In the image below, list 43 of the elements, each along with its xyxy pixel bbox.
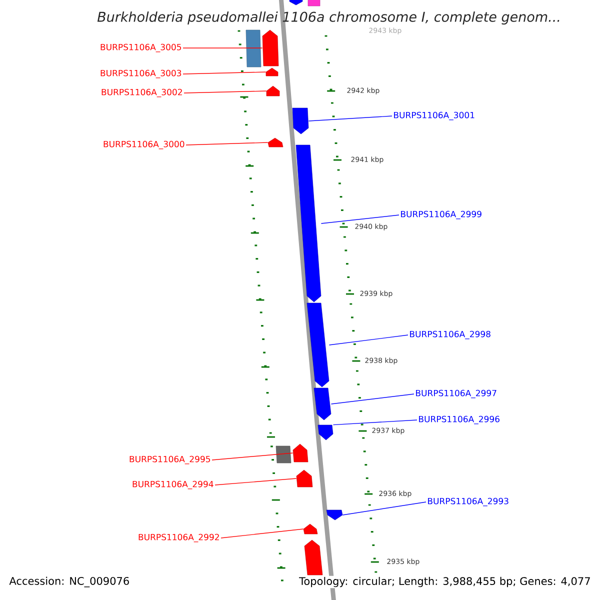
gene-feature [304, 540, 323, 576]
gene-feature [292, 444, 308, 462]
leader-line [186, 142, 268, 146]
gene-label: BURPS1106A_2998 [410, 330, 490, 340]
leader-line [330, 394, 414, 404]
gene-label: BURPS1106A_2992 [138, 534, 219, 542]
gene-label: BURPS1106A_2995 [130, 456, 210, 464]
gene-label: BURPS1106A_3005 [100, 44, 182, 52]
leader-line [214, 478, 297, 486]
leader-line [342, 502, 426, 516]
gene-feature [318, 424, 334, 440]
gene-feature [289, 0, 303, 6]
gene-feature [292, 108, 309, 134]
gene-label: BURPS1106A_3001 [394, 112, 474, 120]
accession-text: Accession: NC_009076 [8, 576, 131, 588]
leader-line [220, 528, 304, 538]
leader-line [182, 72, 266, 74]
leader-line [320, 214, 400, 224]
leader-line [332, 420, 418, 426]
leader-line [212, 452, 294, 460]
leader-line [184, 90, 267, 94]
gene-feature [268, 138, 284, 148]
topology-text: Topology: circular; Length: 3,988,455 bp; Genes: 4,077 [298, 576, 592, 588]
leader-line [328, 334, 408, 346]
gene-feature [314, 388, 332, 420]
gene-feature [266, 68, 278, 76]
gene-feature [266, 86, 280, 96]
gene-label: BURPS1106A_2994 [132, 480, 214, 490]
title: Burkholderia pseudomallei 1106a chromosome I, complete genom... [97, 11, 560, 25]
gene-feature [303, 524, 318, 534]
gene-label: BURPS1106A_2993 [428, 498, 508, 506]
gene-feature [296, 470, 313, 488]
gene-box [308, 0, 320, 6]
gene-box [246, 30, 262, 68]
gene-label: BURPS1106A_3002 [102, 88, 182, 98]
gene-label: BURPS1106A_3000 [104, 140, 184, 150]
gene-feature [326, 510, 343, 520]
leader-line [308, 116, 392, 122]
gene-label: BURPS1106A_3003 [100, 70, 182, 78]
gene-label: BURPS1106A_2999 [401, 210, 482, 220]
gene-box [276, 446, 292, 464]
gene-label: BURPS1106A_2996 [419, 416, 500, 424]
gene-label: BURPS1106A_2997 [416, 390, 496, 398]
